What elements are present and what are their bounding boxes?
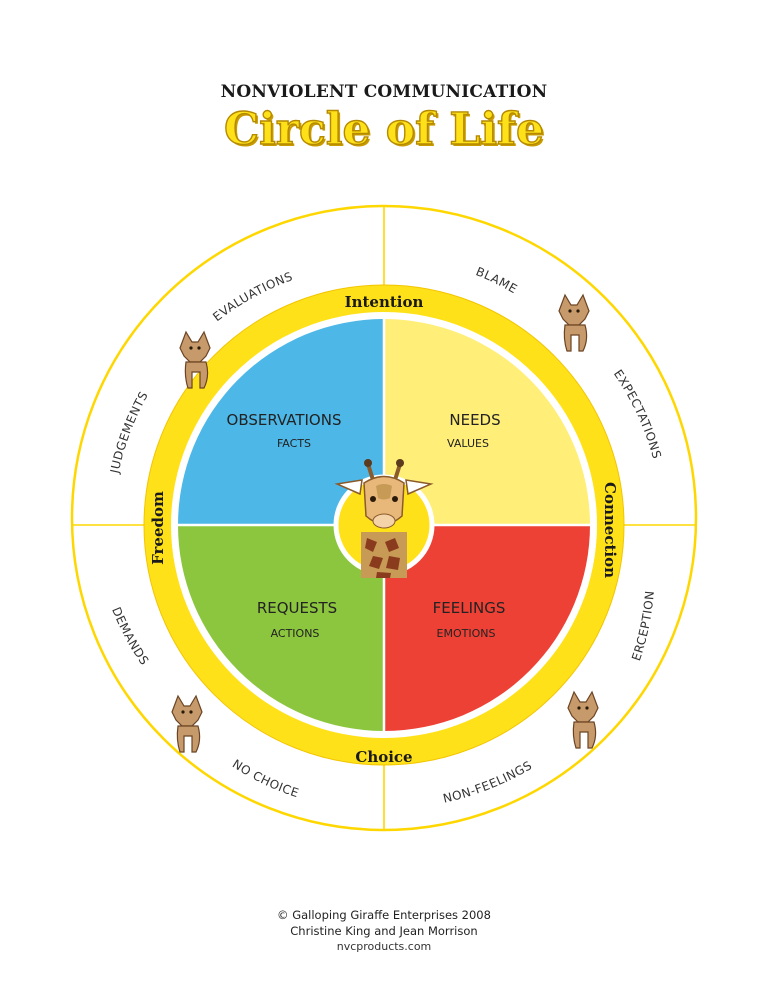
diagram-subtitle: NONVIOLENT COMMUNICATION — [220, 82, 548, 102]
header: NONVIOLENT COMMUNICATION Circle of Life — [0, 82, 768, 156]
diagram-title: Circle of Life — [223, 103, 544, 155]
website-line: nvcproducts.com — [336, 940, 432, 953]
circle-of-life-wheel: OBSERVATIONS FACTS NEEDS VALUES REQUESTS… — [64, 198, 698, 832]
ring-word-connection: Connection — [601, 482, 619, 578]
quadrant-feelings — [384, 525, 590, 731]
facts-label: FACTS — [277, 437, 311, 450]
jackal-icon — [558, 293, 590, 352]
emotions-label: EMOTIONS — [437, 627, 496, 640]
ring-word-choice: Choice — [355, 748, 412, 766]
quadrant-requests — [178, 525, 384, 731]
observations-label: OBSERVATIONS — [227, 411, 342, 429]
authors-line: Christine King and Jean Morrison — [290, 924, 478, 938]
values-label: VALUES — [447, 437, 489, 450]
giraffe-icon — [334, 459, 434, 578]
jackal-icon — [179, 330, 211, 389]
ring-word-freedom: Freedom — [149, 491, 167, 565]
feelings-label: FEELINGS — [433, 599, 506, 617]
quadrant-observations — [178, 319, 384, 525]
ring-word-intention: Intention — [345, 293, 424, 311]
actions-label: ACTIONS — [271, 627, 320, 640]
needs-label: NEEDS — [449, 411, 500, 429]
copyright-line: © Galloping Giraffe Enterprises 2008 — [277, 908, 491, 922]
requests-label: REQUESTS — [257, 599, 337, 617]
quadrant-needs — [384, 319, 590, 525]
jackal-icon — [171, 694, 203, 753]
footer: © Galloping Giraffe Enterprises 2008 Chr… — [0, 907, 768, 954]
jackal-icon — [567, 690, 599, 749]
